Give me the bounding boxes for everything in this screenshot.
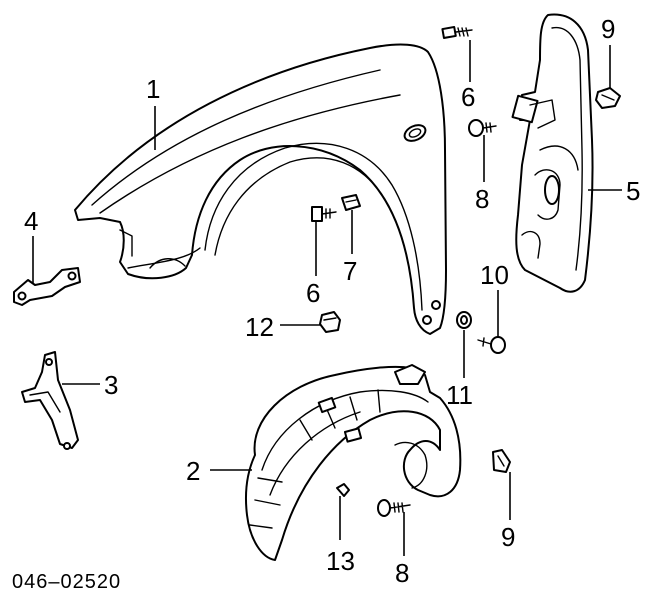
callout-6b: 6 bbox=[306, 278, 320, 308]
callout-7: 7 bbox=[343, 256, 357, 286]
callout-8a: 8 bbox=[475, 184, 489, 214]
callout-1: 1 bbox=[146, 74, 160, 104]
callout-2: 2 bbox=[186, 456, 200, 486]
callout-10: 10 bbox=[480, 260, 509, 290]
callout-5: 5 bbox=[626, 176, 640, 206]
screw-8-upper[interactable] bbox=[468, 119, 497, 137]
callout-11: 11 bbox=[446, 380, 473, 410]
callout-3: 3 bbox=[104, 370, 118, 400]
callout-12: 12 bbox=[245, 312, 274, 342]
diagram-code: 046–02520 bbox=[12, 571, 121, 593]
bracket-3[interactable] bbox=[21, 351, 79, 450]
fender-liner[interactable] bbox=[245, 364, 462, 561]
bracket-4[interactable] bbox=[13, 267, 81, 306]
callout-9b: 9 bbox=[501, 522, 515, 552]
washer-11[interactable] bbox=[456, 311, 472, 329]
bolt-6-lower[interactable] bbox=[311, 206, 337, 222]
bolt-10[interactable] bbox=[477, 336, 506, 354]
callout-6a: 6 bbox=[461, 82, 475, 112]
callout-4: 4 bbox=[24, 206, 38, 236]
callout-labels: 1 2 3 4 5 6 6 7 8 8 9 9 10 11 12 13 bbox=[24, 14, 640, 588]
leader-lines bbox=[32, 40, 622, 556]
clip-12[interactable] bbox=[319, 311, 341, 333]
clip-9-top[interactable] bbox=[595, 87, 621, 109]
callout-8b: 8 bbox=[395, 558, 409, 588]
splash-shield[interactable] bbox=[511, 13, 594, 293]
callout-13: 13 bbox=[326, 546, 355, 576]
rivet-13[interactable] bbox=[336, 483, 350, 497]
bolt-6-top[interactable] bbox=[441, 26, 473, 39]
screw-8-lower[interactable] bbox=[377, 499, 411, 517]
fender-panel[interactable] bbox=[74, 43, 447, 335]
callout-9a: 9 bbox=[601, 14, 615, 44]
clip-nut-7[interactable] bbox=[341, 194, 361, 211]
clip-9-lower[interactable] bbox=[492, 449, 511, 473]
